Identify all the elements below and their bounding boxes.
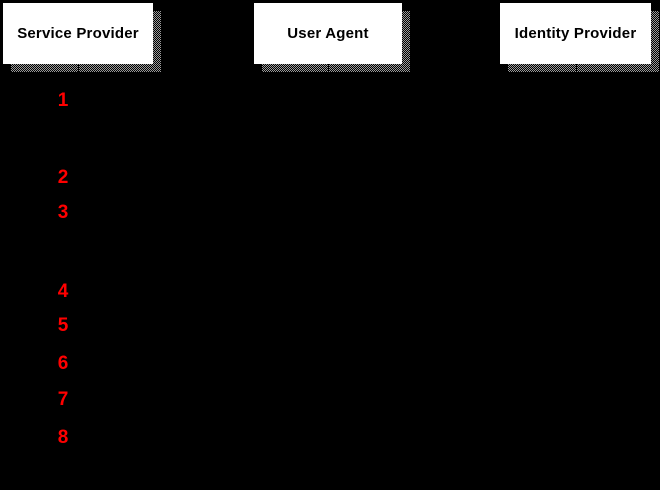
step-number-5: 5 [57,315,69,336]
shadow-seam [78,63,79,72]
shadow-seam [328,63,329,72]
step-number-4: 4 [57,281,69,302]
actor-box-service-provider: Service Provider [3,3,153,64]
actor-label-user-agent: User Agent [287,25,369,42]
actor-label-identity-provider: Identity Provider [514,25,637,42]
step-number-1: 1 [57,90,69,111]
step-number-2: 2 [57,167,69,188]
step-number-6: 6 [57,353,69,374]
step-number-3: 3 [57,202,69,223]
step-number-8: 8 [57,427,69,448]
shadow-seam [576,63,577,72]
actor-label-service-provider: Service Provider [17,25,139,42]
actor-box-user-agent: User Agent [254,3,402,64]
actor-box-identity-provider: Identity Provider [500,3,651,64]
step-number-7: 7 [57,389,69,410]
